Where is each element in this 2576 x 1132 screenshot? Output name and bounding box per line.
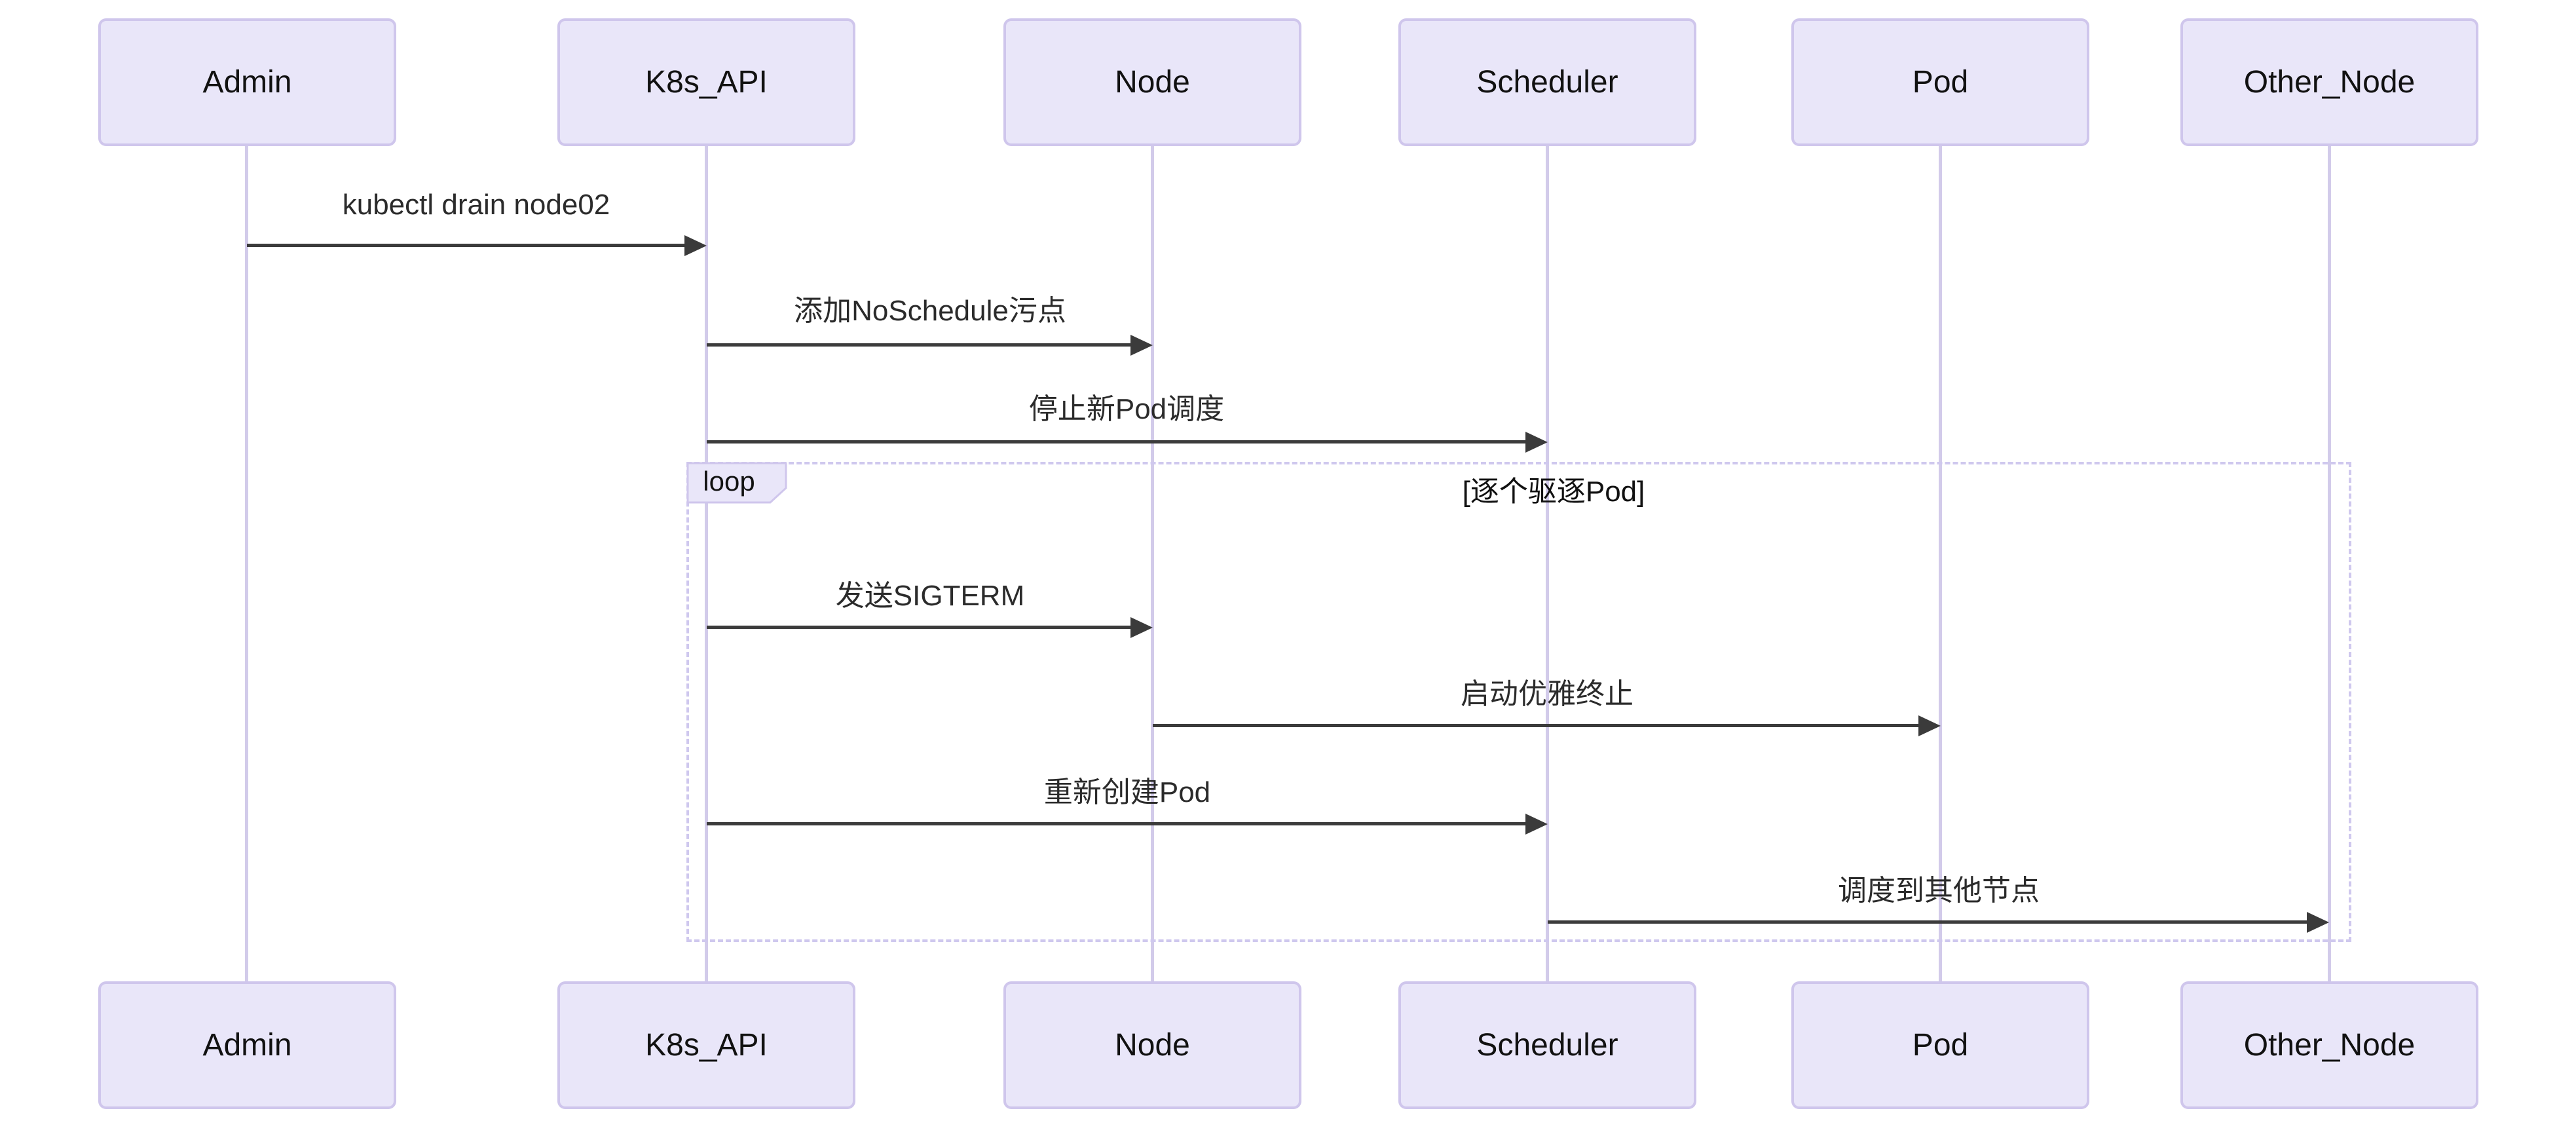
message-arrow-line (707, 440, 1527, 443)
actor-bottom-other-node: Other_Node (2180, 981, 2478, 1109)
lifeline-pod (1939, 146, 1942, 981)
actor-bottom-scheduler: Scheduler (1398, 981, 1696, 1109)
message-arrow-line (1153, 724, 1920, 727)
message-label: 停止新Pod调度 (1028, 393, 1225, 425)
actor-label: K8s_API (645, 1028, 768, 1063)
message-arrowhead-icon (2307, 912, 2329, 933)
message-arrowhead-icon (1130, 617, 1153, 638)
actor-label: Scheduler (1476, 65, 1618, 100)
actor-label: Other_Node (2243, 1028, 2416, 1063)
actor-top-scheduler: Scheduler (1398, 18, 1696, 146)
actor-bottom-k8s-api: K8s_API (557, 981, 855, 1109)
actor-top-pod: Pod (1791, 18, 2089, 146)
loop-block-frame (686, 462, 2351, 942)
actor-label: Node (1115, 1028, 1190, 1063)
message-arrowhead-icon (1525, 432, 1548, 453)
actor-top-other-node: Other_Node (2180, 18, 2478, 146)
message-label: 发送SIGTERM (835, 580, 1025, 612)
actor-label: Admin (202, 65, 292, 100)
actor-bottom-admin: Admin (98, 981, 396, 1109)
message-label: 添加NoSchedule污点 (794, 295, 1066, 327)
message-arrowhead-icon (1918, 715, 1941, 736)
loop-label-shape (686, 462, 787, 504)
actor-label: Admin (202, 1028, 292, 1063)
loop-label: loop (703, 466, 755, 497)
message-arrowhead-icon (1525, 814, 1548, 835)
lifeline-scheduler (1546, 146, 1549, 981)
message-label: 调度到其他节点 (1838, 875, 2040, 907)
message-arrow-line (707, 343, 1132, 347)
message-arrowhead-icon (1130, 335, 1153, 356)
lifeline-node (1151, 146, 1154, 981)
loop-condition: [逐个驱逐Pod] (1462, 476, 1645, 508)
actor-label: K8s_API (645, 65, 768, 100)
message-arrow-line (247, 244, 687, 247)
lifeline-other-node (2328, 146, 2331, 981)
actor-label: Other_Node (2243, 65, 2416, 100)
message-label: 重新创建Pod (1043, 776, 1211, 808)
actor-top-k8s-api: K8s_API (557, 18, 855, 146)
lifeline-admin (245, 146, 248, 981)
actor-bottom-node: Node (1003, 981, 1301, 1109)
message-arrow-line (707, 626, 1132, 629)
actor-label: Node (1115, 65, 1190, 100)
message-arrow-line (707, 822, 1527, 825)
actor-label: Scheduler (1476, 1028, 1618, 1063)
actor-bottom-pod: Pod (1791, 981, 2089, 1109)
actor-label: Pod (1912, 65, 1969, 100)
actor-top-node: Node (1003, 18, 1301, 146)
message-label: 启动优雅终止 (1461, 678, 1633, 710)
actor-top-admin: Admin (98, 18, 396, 146)
message-arrow-line (1548, 920, 2309, 924)
message-arrowhead-icon (684, 235, 707, 256)
loop-label-tag: loop (686, 462, 787, 504)
actor-label: Pod (1912, 1028, 1969, 1063)
lifeline-k8s-api (705, 146, 708, 981)
message-label: kubectl drain node02 (342, 189, 610, 221)
